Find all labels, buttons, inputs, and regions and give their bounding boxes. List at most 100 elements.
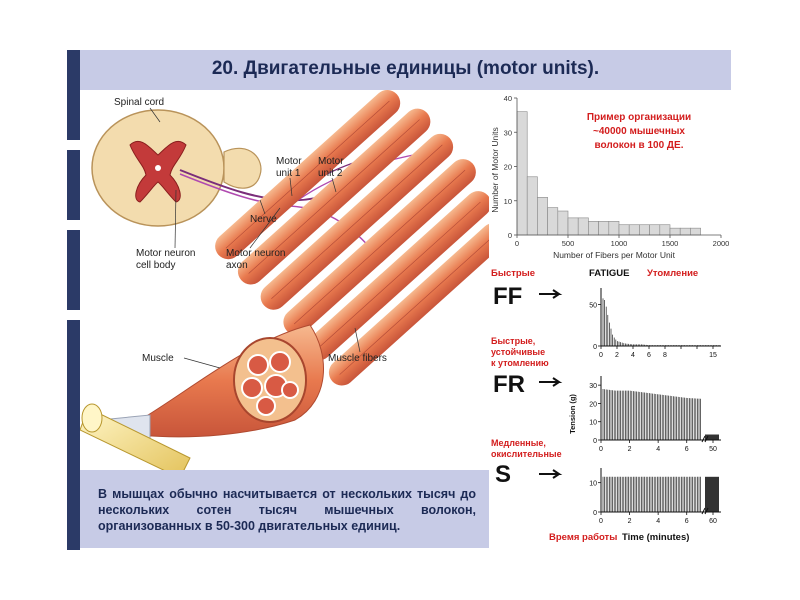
- hist-bar: [547, 207, 559, 236]
- fr-description-line1: Быстрые,: [491, 336, 535, 346]
- hist-bar: [639, 224, 650, 236]
- hist-y-tick-label: 40: [504, 94, 512, 103]
- hist-x-tick-label: 0: [515, 239, 519, 248]
- ff-plot-y-tick-label: 50: [589, 303, 597, 310]
- hist-y-tick-label: 30: [504, 128, 512, 137]
- hist-annotation-line3: волокон в 100 ДЕ.: [595, 140, 684, 151]
- hist-bar: [516, 111, 528, 236]
- ff-plot-x-tick-label: 8: [663, 352, 667, 359]
- muscle-belly-drawing: [139, 324, 324, 438]
- label-muscle: Muscle: [142, 353, 174, 364]
- hist-x-tick-label: 500: [562, 239, 575, 248]
- ff-plot-y-tick-label: 0: [593, 344, 597, 351]
- label-axon-line1: Motor neuron: [226, 248, 285, 259]
- hist-bar: [598, 221, 610, 236]
- hist-x-tick-label: 1500: [662, 239, 679, 248]
- ff-plot-x-tick-label: 4: [631, 352, 635, 359]
- hist-bar: [537, 197, 548, 236]
- s-plot-y-tick-label: 0: [593, 510, 597, 517]
- left-accent-bar: [67, 50, 80, 550]
- motor-unit-illustration: Spinal cord Motor unit 1 Motor unit 2 Ne…: [79, 90, 507, 479]
- fr-plot-x-tick-label: 2: [628, 446, 632, 453]
- label-motor-unit-2-line2: unit 2: [318, 168, 343, 179]
- hist-bar: [608, 221, 620, 236]
- hist-x-tick-label: 1000: [611, 239, 628, 248]
- hist-annotation: Пример организации ~40000 мышечных волок…: [587, 112, 691, 151]
- hist-bar: [659, 224, 671, 236]
- label-nerve: Nerve: [250, 214, 277, 225]
- s-plot-x-tick-label: 60: [709, 518, 717, 525]
- ff-plot-x-tick-label: 6: [647, 352, 651, 359]
- hist-bar: [577, 217, 589, 236]
- fr-arrow-icon: [539, 377, 563, 387]
- ff-plot-x-tick-label: 2: [615, 352, 619, 359]
- fr-description-line2: устойчивые: [491, 347, 545, 357]
- hist-bar: [618, 224, 630, 236]
- anatomy-labels: Spinal cord Motor unit 1 Motor unit 2 Ne…: [114, 97, 387, 364]
- hist-bar: [567, 217, 579, 236]
- label-muscle-fibers: Muscle fibers: [328, 353, 387, 364]
- label-motor-unit-2-line1: Motor: [318, 156, 344, 167]
- ff-plot-x-tick-label: 0: [599, 352, 603, 359]
- fatigue-panel: Быстрые FATIGUE Утомление FF Быстрые, ус…: [489, 264, 731, 546]
- fr-plot-y-tick-label: 10: [589, 420, 597, 427]
- hist-bar: [588, 221, 599, 236]
- s-arrow-icon: [539, 469, 563, 479]
- slide-title: 20. Двигательные единицы (motor units).: [211, 58, 600, 79]
- fr-plot-x-tick-label: 6: [685, 446, 689, 453]
- hist-y-tick-label: 20: [504, 163, 512, 172]
- hist-bar: [669, 227, 681, 236]
- label-cell-body-line2: cell body: [136, 260, 175, 271]
- utomlenie-label: Утомление: [647, 268, 698, 279]
- hist-bar: [649, 224, 661, 236]
- tendon-bone-drawing: [79, 403, 191, 479]
- hist-annotation-line2: ~40000 мышечных: [593, 126, 685, 137]
- hist-annotation-line1: Пример организации: [587, 112, 691, 123]
- fr-description-line3: к утомлению: [491, 358, 549, 368]
- spinal-cord-drawing: [91, 109, 262, 227]
- label-motor-unit-1-line2: unit 1: [276, 168, 301, 179]
- bottom-text: В мышцах обычно насчитывается от несколь…: [98, 487, 476, 533]
- ff-arrow-icon: [539, 289, 563, 299]
- label-motor-unit-1-line1: Motor: [276, 156, 302, 167]
- label-axon-line2: axon: [226, 260, 248, 271]
- s-plot-x-tick-label: 4: [656, 518, 660, 525]
- fr-plot-x-tick-label: 50: [709, 446, 717, 453]
- hist-x-tick-label: 2000: [713, 239, 730, 248]
- fr-plot-x-tick-label: 0: [599, 446, 603, 453]
- s-plot-x-tick-label: 2: [628, 518, 632, 525]
- ff-description: Быстрые: [491, 268, 535, 279]
- hist-y-tick-label: 0: [508, 231, 512, 240]
- fr-plot-x-tick-label: 4: [656, 446, 660, 453]
- label-spinal-cord: Spinal cord: [114, 97, 164, 108]
- time-label-ru: Время работы: [549, 532, 617, 543]
- s-plot-y-tick-label: 10: [589, 481, 597, 488]
- s-plot-x-tick-label: 6: [685, 518, 689, 525]
- hist-x-axis-label: Number of Fibers per Motor Unit: [553, 250, 676, 260]
- tension-axis-label: Tension (g): [568, 394, 577, 434]
- hist-bar: [690, 227, 701, 236]
- fr-type-label: FR: [493, 371, 525, 398]
- hist-bar: [628, 224, 640, 236]
- s-description-line1: Медленные,: [491, 438, 546, 448]
- ff-plot-x-tick-label: 15: [709, 352, 717, 359]
- fatigue-label: FATIGUE: [589, 268, 629, 279]
- title-band: 20. Двигательные единицы (motor units).: [80, 50, 731, 90]
- s-type-label: S: [495, 461, 511, 488]
- fr-plot-y-tick-label: 20: [589, 401, 597, 408]
- ff-type-label: FF: [493, 283, 522, 310]
- time-label-en: Time (minutes): [622, 532, 689, 543]
- fibers-per-motor-unit-histogram: 0 500 1000 1500 2000 0 10 20 30 40 Number of Fibe…: [489, 90, 731, 262]
- label-cell-body-line1: Motor neuron: [136, 248, 195, 259]
- hist-bar: [557, 210, 569, 236]
- hist-bar: [679, 227, 691, 236]
- hist-y-axis-label: Number of Motor Units: [490, 127, 500, 213]
- hist-bar: [526, 176, 538, 236]
- s-plot-x-tick-label: 0: [599, 518, 603, 525]
- hist-y-tick-label: 10: [504, 197, 512, 206]
- bottom-text-band: В мышцах обычно насчитывается от несколь…: [80, 470, 489, 548]
- fr-plot-y-tick-label: 0: [593, 438, 597, 445]
- s-description-line2: окислительные: [491, 449, 562, 459]
- muscle-fibers-drawing: [215, 90, 507, 386]
- label-leader-lines: [149, 107, 361, 369]
